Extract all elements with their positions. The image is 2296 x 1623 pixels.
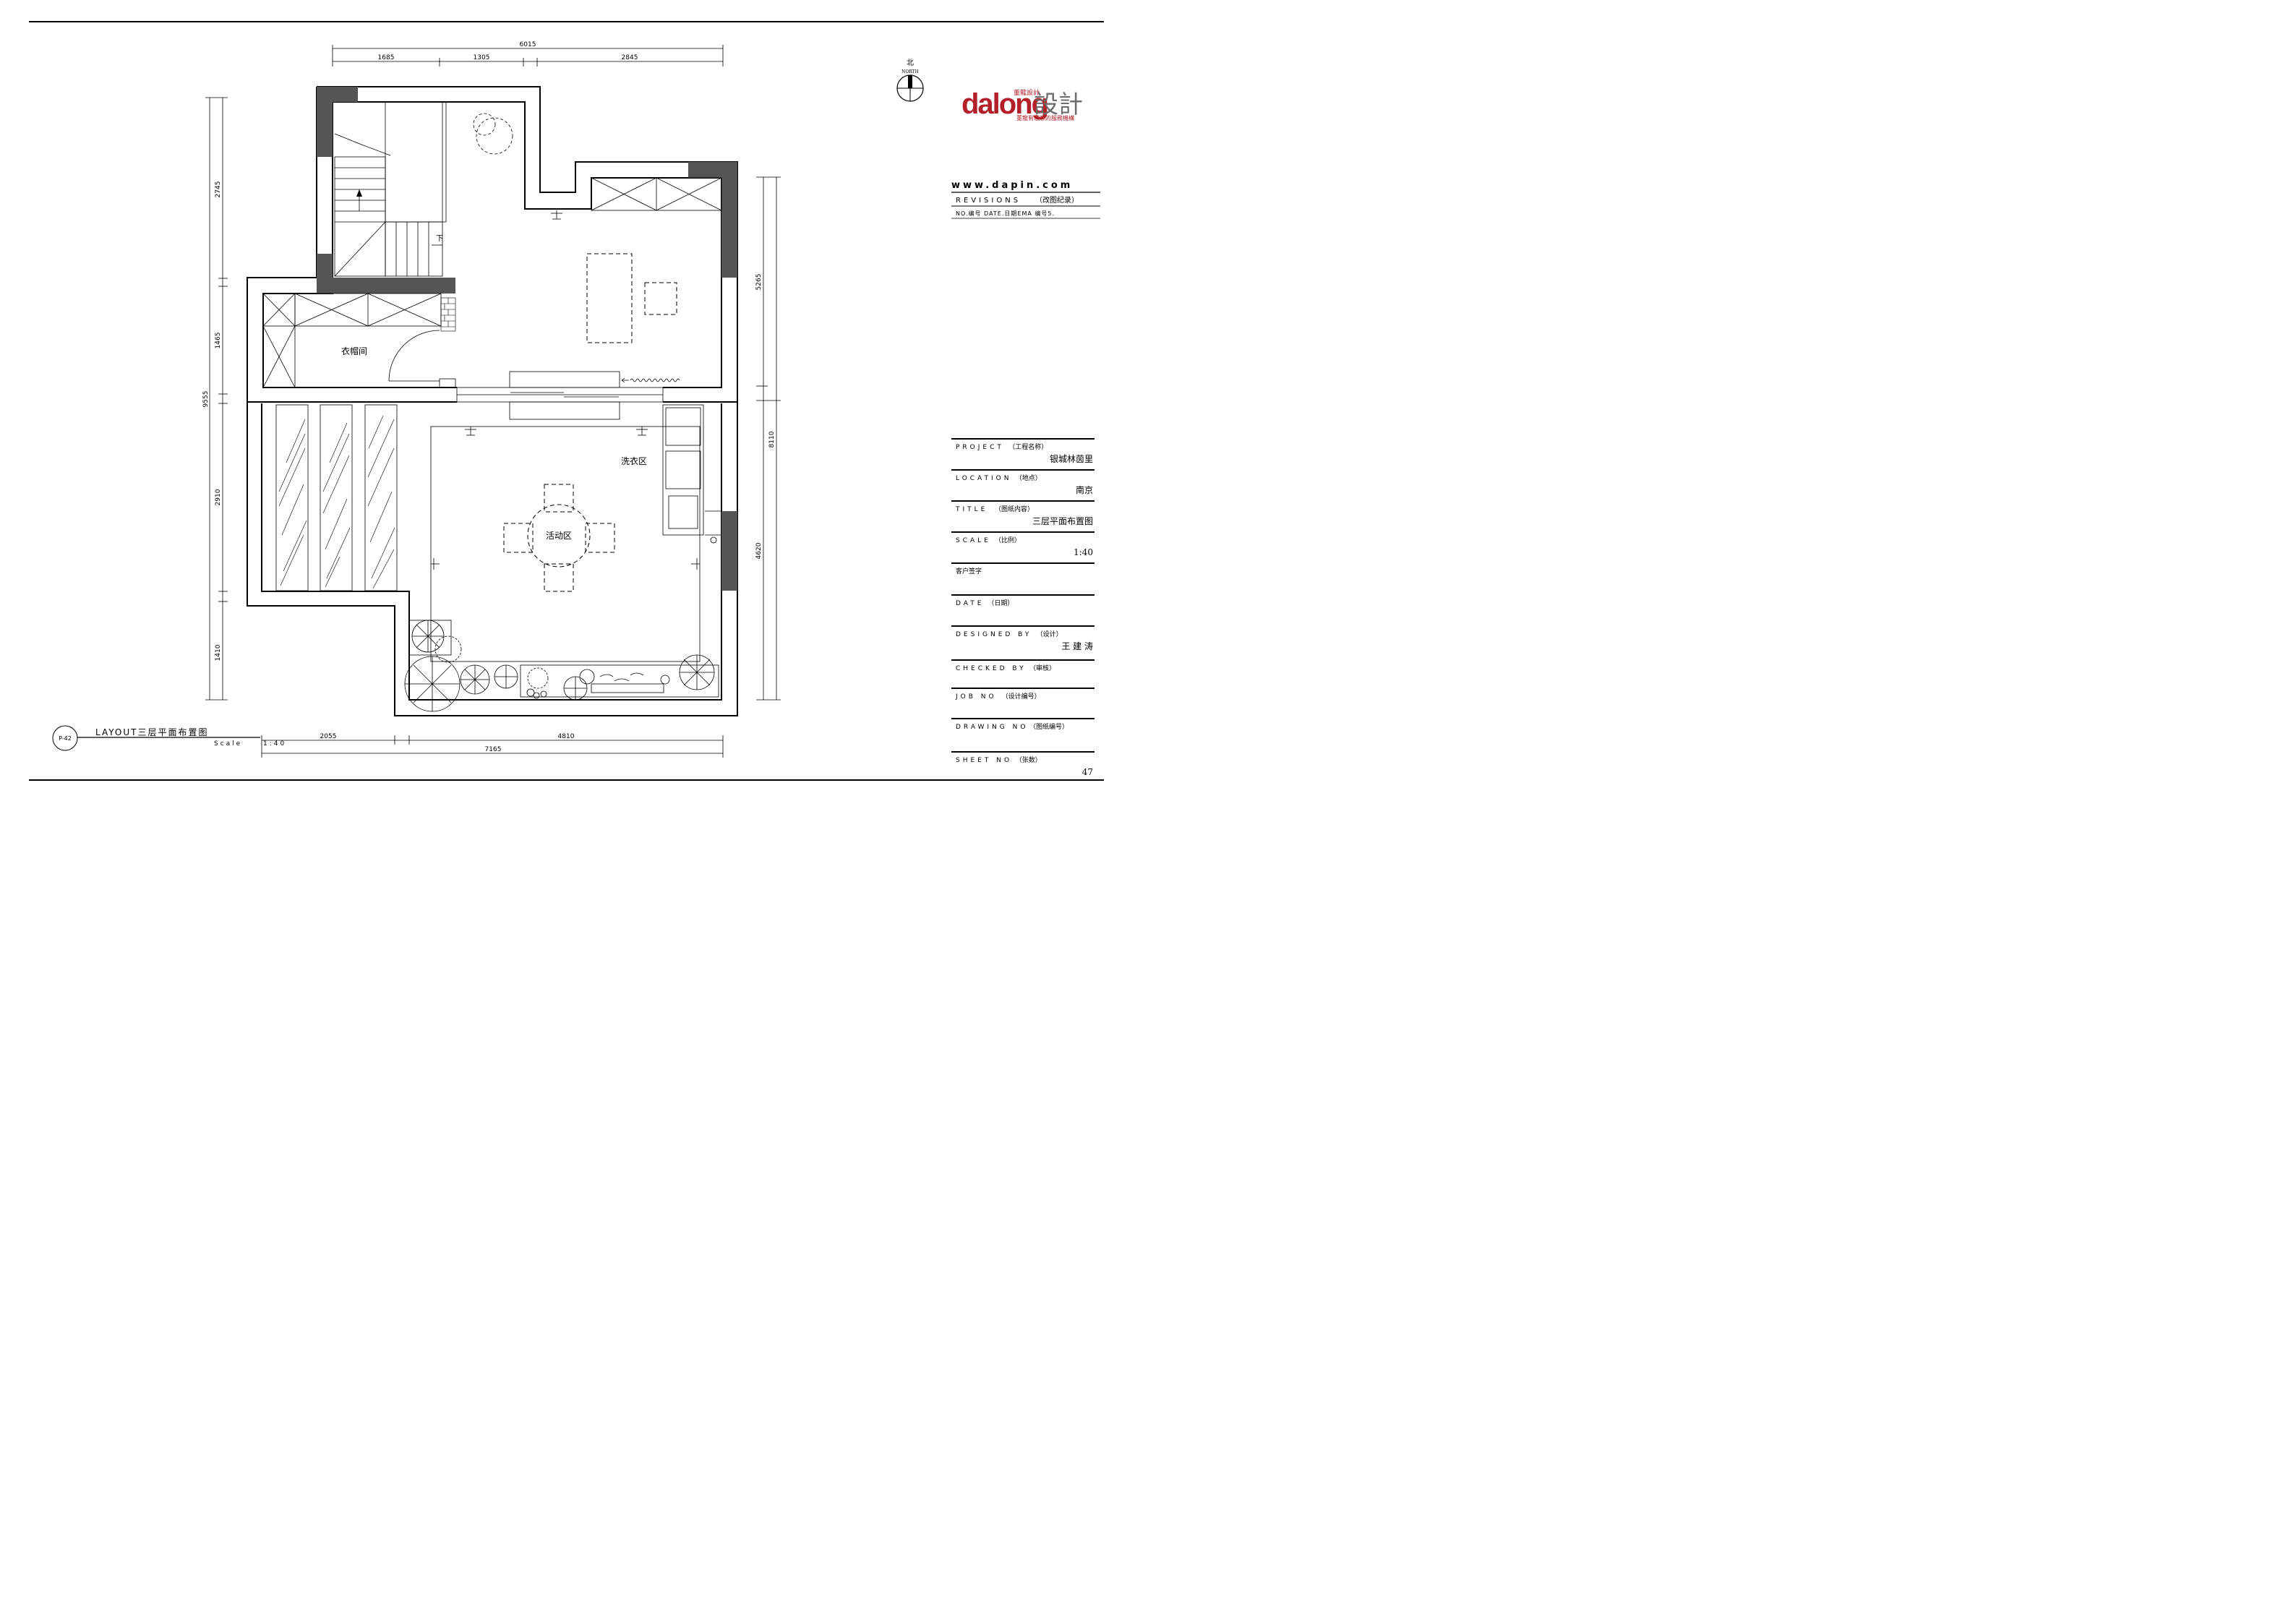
- titleblock-label: TITLE: [955, 506, 988, 513]
- garden-plants: [404, 620, 715, 712]
- website-url: www.dapin.com: [951, 180, 1073, 191]
- room-label-cloakroom: 衣帽间: [341, 346, 367, 356]
- glass-panels: [275, 404, 398, 591]
- dim-top-total: 6015: [520, 41, 536, 48]
- layout-scale-label: Scale: [214, 740, 242, 748]
- titleblock-label: JOB NO: [955, 693, 997, 701]
- titleblock-label: PROJECT: [956, 444, 1004, 451]
- cloakroom-door: [388, 330, 456, 388]
- laundry-cabinets: [662, 404, 721, 544]
- dim-top-part-1: 1685: [378, 54, 395, 61]
- dim-top-part-2: 1305: [474, 54, 490, 61]
- ceiling-lights: [473, 113, 513, 155]
- sheet-ref: P-42: [59, 735, 72, 742]
- titleblock-value: 南京: [1076, 484, 1093, 495]
- titleblock-label-cn: （审核）: [1029, 664, 1055, 672]
- titleblock-label-cn: （日期）: [988, 599, 1014, 607]
- company-logo: dalong 董龍設計 設計 董龍有理想的服務機構: [961, 88, 1083, 121]
- planter-box: [408, 620, 719, 698]
- dashed-furniture-upper: [586, 253, 677, 343]
- dim-right-part-3: 4620: [755, 542, 763, 559]
- titleblock-label-cn: （图纸内容）: [995, 505, 1034, 513]
- dim-right-part-2: 8110: [768, 431, 776, 447]
- titleblock-label-cn: 客户签字: [956, 567, 982, 575]
- dim-right-part-1: 5265: [755, 274, 763, 291]
- brick-wall: [440, 297, 456, 332]
- titleblock-label-cn: （工程名称）: [1008, 442, 1048, 451]
- titleblock-label: CHECKED BY: [956, 665, 1027, 672]
- titleblock-label: SCALE: [956, 537, 991, 544]
- titleblock-label: DESIGNED BY: [956, 631, 1032, 638]
- dim-left-part-1: 2745: [215, 181, 222, 198]
- dim-bottom-part-2: 4810: [558, 733, 575, 740]
- titleblock-label-cn: （比例）: [995, 536, 1021, 544]
- dim-top-part-3: 2845: [622, 54, 638, 61]
- sliding-door: [456, 371, 664, 420]
- stair-arrow-icon: [356, 189, 362, 197]
- titleblock-label-cn: （张数）: [1016, 755, 1042, 764]
- titleblock-label-cn: （设计编号）: [1002, 692, 1041, 701]
- titleblock-value: 1:40: [1074, 547, 1093, 557]
- terrace-inner-line: [430, 426, 701, 662]
- structural-columns: [317, 87, 737, 591]
- left-dimension-chain: [205, 97, 228, 701]
- right-dimension-chain: [756, 176, 781, 701]
- room-label-activity: 活动区: [546, 531, 572, 541]
- titleblock-label: DRAWING NO: [956, 724, 1028, 731]
- sheet-ref-circle: [52, 725, 78, 751]
- logo-small-cn: 董龍設計: [1014, 88, 1040, 97]
- titleblock-label: DATE: [956, 600, 984, 607]
- dim-left-part-4: 1410: [215, 644, 222, 661]
- dim-bottom-total: 7165: [485, 746, 502, 753]
- titleblock-value: 三层平面布置图: [1032, 516, 1093, 526]
- staircase: [334, 102, 447, 277]
- dim-left-part-3: 2910: [215, 489, 222, 505]
- dim-left-part-2: 1465: [215, 333, 222, 349]
- layout-scale-value: 1:40: [263, 740, 286, 748]
- dim-bottom-part-1: 2055: [320, 733, 337, 740]
- titleblock-label-cn: （设计）: [1037, 630, 1063, 638]
- fixture-marks: [431, 210, 700, 570]
- titleblock-label: LOCATION: [956, 475, 1012, 482]
- revisions-title-cn: （改图纪录）: [1035, 195, 1079, 205]
- wardrobe-cabinets: [262, 177, 722, 388]
- top-dimension-chain: [332, 45, 724, 67]
- drawing-sheet: 6015 1685 1305 2845 9555 2745 1465 2910 …: [0, 0, 1122, 794]
- compass-north-cn: 北: [907, 59, 914, 67]
- bottom-dimension-chain: [261, 735, 724, 758]
- titleblock-value: 王 建 涛: [1061, 641, 1093, 651]
- activity-table-set: [503, 484, 615, 592]
- exterior-walls: [247, 86, 738, 716]
- titleblock-label-cn: （图纸编号）: [1029, 722, 1068, 731]
- room-label-laundry: 洗衣区: [621, 455, 647, 466]
- radiator: [621, 377, 680, 383]
- dim-left-total: 9555: [202, 391, 210, 408]
- title-block: PROJECT （工程名称）银城林茵里 LOCATION （地点） 南京 TITLE （图纸…: [951, 438, 1095, 777]
- titleblock-value: 银城林茵里: [1050, 454, 1093, 464]
- floor-plan-drawing: 6015 1685 1305 2845 9555 2745 1465 2910 …: [29, 21, 1104, 781]
- north-compass: [896, 74, 924, 102]
- titleblock-label: SHEET NO: [956, 757, 1012, 764]
- titleblock-value: 47: [1082, 767, 1093, 777]
- logo-latin: dalong: [961, 88, 1048, 120]
- revisions-columns: NO.编号 DATE.日期EMA 编号5.: [956, 210, 1055, 217]
- layout-title: LAYOUT三层平面布置图: [95, 727, 208, 737]
- stair-down-label: 下: [436, 235, 443, 243]
- compass-north-en: NORTH: [901, 69, 919, 74]
- revisions-title: REVISIONS: [956, 197, 1021, 205]
- titleblock-label-cn: （地点）: [1016, 474, 1042, 482]
- logo-big-cn: 設計: [1034, 90, 1083, 119]
- logo-slogan: 董龍有理想的服務機構: [1016, 114, 1074, 121]
